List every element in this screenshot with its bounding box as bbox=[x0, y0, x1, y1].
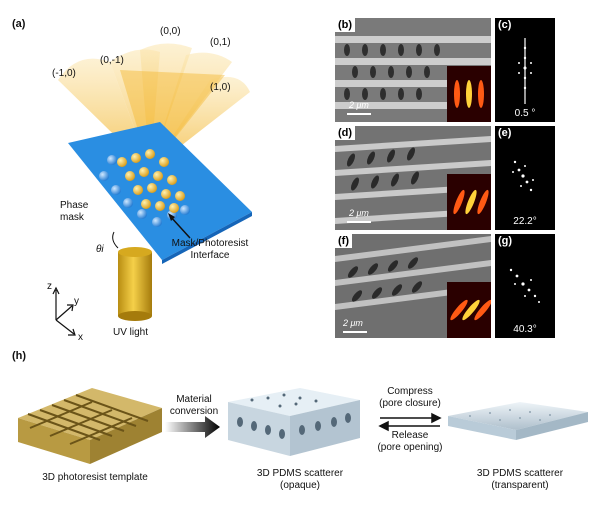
sem-image-f: (f) 2 μm bbox=[335, 234, 491, 338]
axis-x-label: x bbox=[78, 332, 83, 343]
pdms-opaque-block bbox=[228, 388, 360, 456]
compress-release-arrows bbox=[378, 412, 442, 432]
fft-g-letter: (g) bbox=[498, 235, 513, 247]
sem-image-d: (d) 2 μm bbox=[335, 126, 491, 230]
sem-d-inset bbox=[447, 174, 491, 230]
theta-label: θi bbox=[96, 244, 104, 255]
sem-b-scale: 2 μm bbox=[349, 100, 369, 110]
beam-label-1-0: (1,0) bbox=[210, 82, 231, 93]
caption-pdms-transparent: 3D PDMS scatterer (transparent) bbox=[476, 468, 564, 491]
sem-f-scale: 2 μm bbox=[343, 318, 363, 328]
fft-image-g: (g) 40.3° bbox=[495, 234, 555, 338]
coordinate-axes bbox=[52, 286, 76, 336]
beam-label-0-minus1: (0,-1) bbox=[100, 55, 124, 66]
beam-label-0-1: (0,1) bbox=[210, 37, 231, 48]
fft-image-c: (c) 0.5 ° bbox=[495, 18, 555, 122]
fft-c-angle: 0.5 ° bbox=[514, 108, 536, 119]
sem-d-letter: (d) bbox=[335, 126, 356, 140]
sem-f-letter: (f) bbox=[335, 234, 352, 248]
phase-mask-label: Phase mask bbox=[60, 200, 89, 223]
panel-h-illustration bbox=[18, 388, 588, 464]
axis-z-label: z bbox=[47, 281, 52, 292]
material-conversion-label: Material conversion bbox=[169, 394, 219, 417]
fft-e-letter: (e) bbox=[498, 127, 512, 139]
photoresist-template bbox=[18, 388, 162, 464]
beam-label-0-0: (0,0) bbox=[160, 26, 181, 37]
sem-f-inset bbox=[447, 282, 491, 338]
panel-a-illustration bbox=[52, 43, 252, 336]
uv-light-cylinder bbox=[118, 252, 152, 316]
sem-b-letter: (b) bbox=[335, 18, 356, 32]
fft-image-e: (e) 22.2° bbox=[495, 126, 555, 230]
interface-pointer bbox=[169, 215, 191, 239]
photoresist-posts bbox=[117, 149, 185, 213]
fft-e-angle: 22.2° bbox=[513, 216, 537, 227]
release-label: Release (pore opening) bbox=[377, 430, 443, 453]
caption-pdms-opaque: 3D PDMS scatterer (opaque) bbox=[256, 468, 344, 491]
panel-a-letter: (a) bbox=[12, 18, 26, 30]
compress-label: Compress (pore closure) bbox=[379, 386, 441, 409]
theta-arc bbox=[112, 231, 119, 249]
phase-mask-edge bbox=[162, 212, 252, 264]
sem-image-b: (b) 2 μm bbox=[335, 18, 491, 122]
material-conversion-arrow bbox=[165, 416, 220, 438]
mask-posts bbox=[99, 155, 190, 227]
sem-d-scale: 2 μm bbox=[349, 208, 369, 218]
uv-light-label: UV light bbox=[113, 327, 149, 338]
panel-h-letter: (h) bbox=[12, 350, 27, 362]
axis-y-label: y bbox=[74, 296, 79, 307]
fft-c-letter: (c) bbox=[498, 19, 512, 31]
fft-g-angle: 40.3° bbox=[513, 324, 537, 335]
panel-a: (a) bbox=[0, 0, 320, 345]
pdms-transparent-block bbox=[448, 402, 588, 440]
sem-b-inset bbox=[447, 66, 491, 122]
caption-photoresist-template: 3D photoresist template bbox=[42, 472, 148, 483]
beam-label-minus1-0: (-1,0) bbox=[52, 68, 76, 79]
interface-label: Mask/Photoresist Interface bbox=[171, 238, 249, 261]
